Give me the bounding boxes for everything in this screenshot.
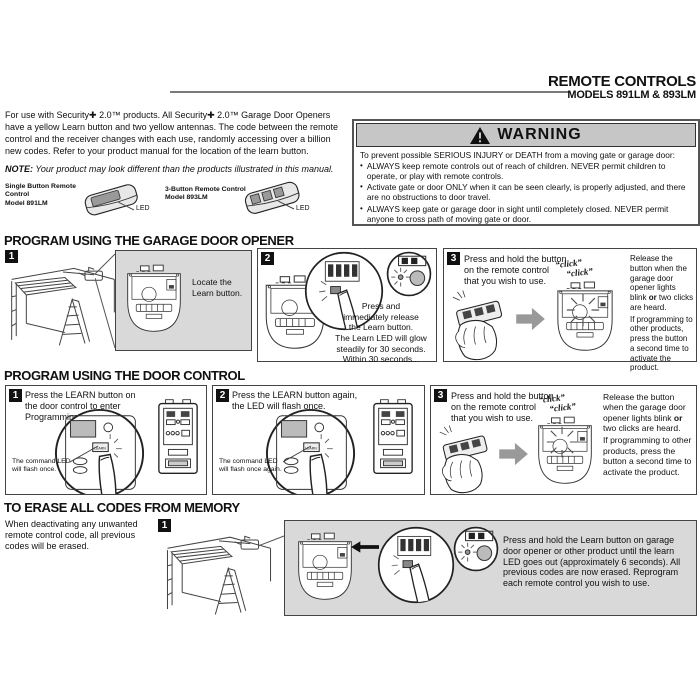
learn-led-inset: [453, 526, 499, 572]
led-callout: The command LED will flash once again.: [219, 458, 282, 474]
blink-burst-icon: [546, 426, 578, 458]
warning-bullet: •Activate gate or door ONLY when it can …: [360, 182, 686, 203]
learn-button-magnifier: [377, 526, 455, 604]
bullet-icon: •: [360, 182, 363, 192]
opener-illustration: [122, 254, 186, 346]
note-text: Your product may look different than the…: [33, 163, 334, 174]
bullet-icon: •: [360, 203, 363, 213]
step-box: 2 Press the LEARN button again, the LED …: [212, 385, 425, 495]
intro-block: For use with Security✚ 2.0™ products. Al…: [5, 109, 347, 175]
step-badge: 2: [216, 389, 229, 402]
remote-893lm-illustration: [240, 178, 304, 216]
section-heading-door-control: PROGRAM USING THE DOOR CONTROL: [4, 368, 245, 383]
arrow-right-icon: [516, 307, 546, 331]
section-heading-erase: TO ERASE ALL CODES FROM MEMORY: [4, 500, 240, 515]
opener-inset-box: Locate the Learn button.: [115, 250, 252, 351]
erase-paragraph: When deactivating any unwanted remote co…: [5, 519, 138, 551]
step-badge: 1: [158, 519, 171, 532]
release-text: Release the button when the garage door …: [603, 392, 692, 477]
step-badge: 1: [9, 389, 22, 402]
step-badge: 2: [261, 252, 274, 265]
step-box: 3 Press and hold the button on the remot…: [430, 385, 697, 495]
note-label: NOTE:: [5, 163, 33, 174]
led-label-891lm: LED: [136, 205, 150, 212]
step-caption: Press and immediately release the Learn …: [335, 301, 427, 365]
hand-remote-illustration: [448, 289, 512, 361]
intro-paragraph: For use with Security✚ 2.0™ products. Al…: [5, 110, 339, 157]
warning-title: WARNING: [497, 126, 582, 143]
figure-label-893lm: 3-Button Remote Control Model 893LM: [165, 186, 246, 202]
warning-lead: To prevent possible SERIOUS INJURY or DE…: [360, 150, 675, 160]
arrow-left-icon: [351, 541, 379, 553]
led-callout: The command LED will flash once.: [12, 458, 71, 474]
step-caption: Locate the Learn button.: [192, 277, 243, 298]
page-title: REMOTE CONTROLS: [548, 73, 696, 90]
led-label-893lm: LED: [296, 205, 310, 212]
door-control-illustration: [371, 396, 415, 478]
step-text: Press and hold the button on the remote …: [451, 391, 554, 423]
garage-illustration: [160, 528, 278, 620]
step-badge: 3: [434, 389, 447, 402]
door-control-magnifier: [54, 408, 146, 495]
page-header: REMOTE CONTROLS MODELS 891LM & 893LM: [548, 74, 696, 101]
garage-illustration: [8, 256, 118, 354]
warning-bullet: •ALWAYS keep gate or garage door in sigh…: [360, 203, 669, 224]
arrow-right-icon: [499, 442, 529, 466]
step-text: Press and hold the button on the remote …: [464, 254, 567, 286]
figure-label-891lm: Single Button Remote Control Model 891LM: [5, 183, 76, 207]
learn-led-inset: [386, 251, 432, 297]
warning-box: WARNING To prevent possible SERIOUS INJU…: [352, 119, 700, 226]
release-text: Release the button when the garage door …: [630, 254, 694, 373]
door-control-illustration: [156, 396, 200, 478]
warning-header: WARNING: [356, 123, 696, 147]
erase-inset-box: Press and hold the Learn button on garag…: [284, 520, 697, 616]
intro-note: NOTE: Your product may look different th…: [5, 163, 347, 175]
step-box: 2 Press and immediately release the Lear…: [257, 248, 437, 365]
header-rule: [170, 91, 570, 93]
door-control-magnifier: [265, 408, 357, 495]
step-badge: 3: [447, 252, 460, 265]
remote-891lm-illustration: [80, 180, 142, 218]
hand-remote-illustration: [435, 424, 497, 494]
bullet-icon: •: [360, 161, 363, 171]
warning-icon: [470, 126, 491, 144]
blink-burst-icon: [566, 293, 600, 327]
erase-step-text: Press and hold the Learn button on garag…: [503, 535, 681, 589]
step-box: 3 Press and hold the button on the remot…: [443, 248, 697, 372]
warning-bullet: •ALWAYS keep remote controls out of reac…: [360, 161, 666, 182]
step-text: Press the LEARN button again, the LED wi…: [232, 390, 358, 411]
warning-body: To prevent possible SERIOUS INJURY or DE…: [354, 149, 698, 224]
section-heading-opener: PROGRAM USING THE GARAGE DOOR OPENER: [4, 233, 294, 248]
step-box: 1 Press the LEARN button on the door con…: [5, 385, 207, 495]
opener-illustration: [293, 525, 357, 611]
page-subtitle: MODELS 891LM & 893LM: [567, 88, 696, 101]
step-badge: 1: [5, 250, 18, 263]
